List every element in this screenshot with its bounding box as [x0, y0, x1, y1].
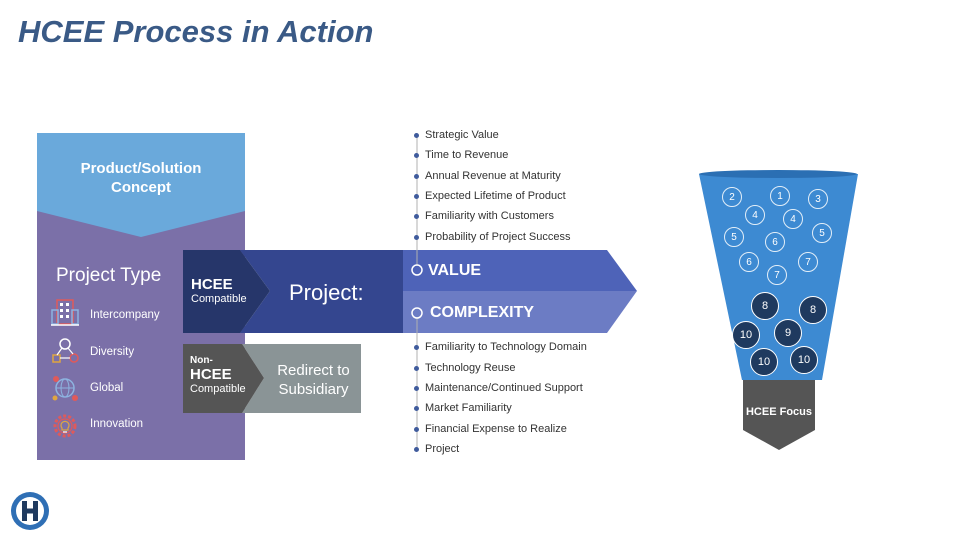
funnel-rim [699, 170, 857, 178]
value-factor: Time to Revenue [425, 149, 509, 161]
redirect-line-1: Redirect to [277, 362, 350, 379]
hcee-focus-arrow [743, 380, 815, 450]
hcee-compatible-chevron [183, 250, 270, 333]
hcee-compatible-line-1: HCEE [191, 276, 233, 293]
non-hcee-line-3: Compatible [190, 383, 246, 395]
funnel-score-circle: 7 [798, 252, 818, 272]
building-icon [51, 299, 79, 326]
value-factor-bullet [414, 133, 419, 138]
complexity-factor-bullet [414, 447, 419, 452]
funnel-score-circle: 1 [770, 186, 790, 206]
funnel-score-circle: 3 [808, 189, 828, 209]
non-hcee-label: Non- HCEE Compatible [190, 355, 246, 395]
funnel-score-circle: 2 [722, 187, 742, 207]
page-title: HCEE Process in Action [18, 14, 374, 49]
gear-bulb-icon [53, 414, 77, 438]
project-type-item-diversity: Diversity [90, 346, 135, 358]
value-factor-bullet [414, 214, 419, 219]
value-arrow [403, 250, 637, 291]
complexity-factor-bullet [414, 427, 419, 432]
complexity-factor-bullet [414, 366, 419, 371]
project-arrow [240, 250, 403, 333]
redirect-box [242, 344, 361, 413]
concept-label: Product/Solution Concept [37, 159, 245, 197]
concept-chevron [37, 133, 245, 237]
redirect-line-2: Subsidiary [278, 381, 349, 398]
value-factor: Strategic Value [425, 129, 499, 141]
funnel-score-circle: 6 [739, 252, 759, 272]
non-hcee-chevron [183, 344, 264, 413]
complexity-factor-bullet [414, 406, 419, 411]
value-factor: Expected Lifetime of Product [425, 190, 566, 202]
complexity-arrow [403, 291, 637, 333]
funnel-score-circle: 10 [732, 321, 760, 349]
complexity-factor: Technology Reuse [425, 362, 516, 374]
complexity-factor: Project [425, 443, 460, 455]
complexity-factor-bullet [414, 386, 419, 391]
non-hcee-line-1: Non- [190, 355, 213, 366]
project-type-title: Project Type [56, 265, 162, 286]
funnel-score-circle: 10 [790, 346, 818, 374]
complexity-factor: Maintenance/Continued Support [425, 382, 583, 394]
value-node [411, 264, 423, 276]
funnel-score-circle: 8 [799, 296, 827, 324]
value-factor: Probability of Project Success [425, 231, 571, 243]
project-type-item-innovation: Innovation [90, 418, 144, 430]
concept-line-1: Product/Solution [80, 160, 202, 177]
value-factor: Annual Revenue at Maturity [425, 170, 561, 182]
hcee-compatible-line-2: Compatible [191, 293, 247, 305]
concept-line-2: Concept [111, 179, 171, 196]
project-label: Project: [289, 280, 364, 305]
funnel-score-circle: 8 [751, 292, 779, 320]
funnel-score-circle: 7 [767, 265, 787, 285]
hcee-focus-label: HCEE Focus [745, 406, 812, 418]
complexity-factor-bullet [414, 345, 419, 350]
funnel-score-circle: 10 [750, 348, 778, 376]
value-factor-bullet [414, 235, 419, 240]
value-label: VALUE [428, 262, 482, 279]
funnel-score-circle: 9 [774, 319, 802, 347]
project-type-item-intercompany: Intercompany [90, 309, 160, 321]
diversity-network-icon [52, 338, 79, 363]
complexity-factor: Financial Expense to Realize [425, 423, 567, 435]
redirect-label: Redirect to Subsidiary [266, 361, 361, 399]
complexity-factor: Market Familiarity [425, 402, 512, 414]
funnel-score-circle: 4 [745, 205, 765, 225]
value-factor-bullet [414, 174, 419, 179]
complexity-label: COMPLEXITY [430, 304, 535, 321]
value-factor-bullet [414, 153, 419, 158]
complexity-node [411, 307, 423, 319]
globe-pins-icon [52, 376, 78, 401]
non-hcee-line-2: HCEE [190, 366, 232, 383]
value-factor: Familiarity with Customers [425, 210, 554, 222]
h-logo-icon [11, 492, 49, 530]
value-factor-bullet [414, 194, 419, 199]
funnel-score-circle: 4 [783, 209, 803, 229]
funnel-score-circle: 6 [765, 232, 785, 252]
funnel-score-circle: 5 [724, 227, 744, 247]
funnel-score-circle: 5 [812, 223, 832, 243]
hcee-compatible-label: HCEE Compatible [191, 276, 247, 305]
project-type-item-global: Global [90, 382, 124, 394]
complexity-factor: Familiarity to Technology Domain [425, 341, 587, 353]
